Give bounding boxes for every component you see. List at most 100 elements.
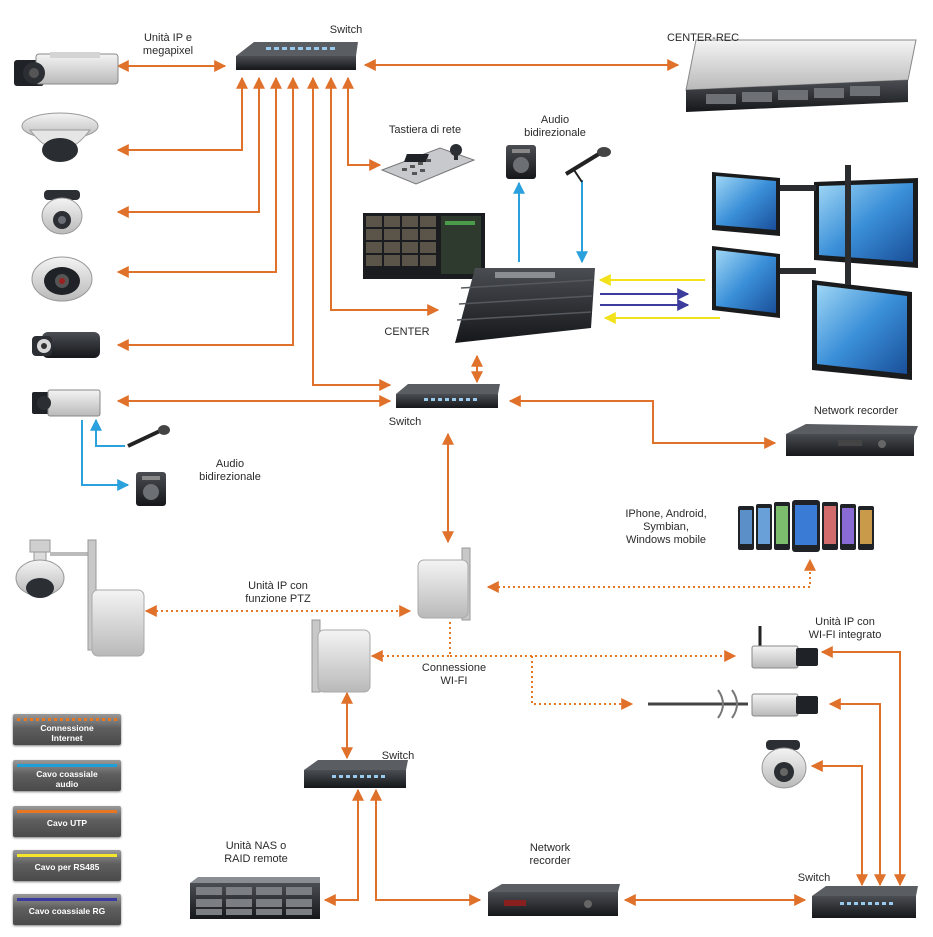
cable-wificam2: [828, 698, 886, 887]
box-camera-icon: [32, 389, 101, 417]
monitor-icon: [712, 172, 780, 236]
utp-cables: [116, 59, 906, 906]
monitor-icon: [814, 178, 918, 268]
label-switch-top: Switch: [329, 24, 363, 36]
legend-swatch: [17, 898, 117, 901]
wifi-antenna-icon: [648, 689, 748, 719]
label-center-rec: CENTER-REC: [666, 32, 740, 44]
label-line: Windows mobile: [625, 534, 707, 546]
cable-cam3: [116, 76, 265, 218]
legend-swatch: [17, 718, 117, 721]
label-center: CENTER: [384, 326, 430, 338]
legend-item-utp: Cavo UTP: [13, 806, 121, 837]
label-network-recorder-bottom: Network recorder: [508, 842, 592, 868]
label-line: Unità IP con: [815, 616, 875, 628]
box-camera-icon: [751, 626, 818, 669]
monitor-wall: [712, 165, 918, 380]
label-line: funzione PTZ: [245, 593, 311, 605]
label-audio-left: Audio bidirezionale: [180, 458, 280, 484]
legend-item-rg: Cavo coassiale RG: [13, 894, 121, 925]
wifi-antenna-link: [370, 622, 451, 662]
smartphone-icon: [756, 504, 772, 550]
label-connessione-wifi: Connessione WI-FI: [402, 662, 506, 688]
label-line: Audio: [215, 458, 245, 470]
wifi-antenna-icon: [311, 619, 371, 693]
cable-cam4: [116, 76, 282, 278]
cable-midswitch-recorder: [508, 395, 777, 449]
network-recorder-icon: [786, 424, 918, 456]
label-switch-low: Switch: [381, 750, 415, 762]
audio-cables: [81, 180, 588, 491]
label-line: WI-FI integrato: [808, 629, 882, 641]
microphone-icon: [127, 425, 170, 448]
multiview-screen-icon: [363, 213, 485, 279]
label-line: recorder: [529, 855, 571, 867]
label-line: bidirezionale: [524, 127, 586, 139]
network-recorder-icon: [488, 884, 620, 916]
label-nas: Unità NAS o RAID remote: [204, 840, 308, 866]
microphone-icon: [564, 147, 611, 183]
audio-out-left: [81, 420, 130, 491]
dome-camera-icon: [21, 112, 99, 162]
network-switch-icon: [304, 760, 408, 788]
label-line: Symbian,: [643, 521, 689, 533]
video-cables: [598, 274, 720, 324]
label-network-recorder-top: Network recorder: [813, 405, 899, 417]
wifi-cam2-link: [531, 656, 634, 710]
mini-dome-camera-icon: [41, 190, 83, 235]
smartphone-icon: [792, 500, 820, 552]
label-line: WI-FI: [440, 675, 468, 687]
label-line: bidirezionale: [199, 471, 261, 483]
cable-wificam1: [820, 646, 906, 887]
wifi-antenna-icon: [87, 539, 145, 657]
smartphone-icon: [774, 502, 790, 550]
label-line: Connessione: [421, 662, 487, 674]
label-audio-top: Audio bidirezionale: [510, 114, 600, 140]
wifi-antenna-icon: [417, 547, 471, 621]
cable-top-mid-switch: [307, 76, 392, 391]
legend-swatch: [17, 854, 117, 857]
internet-links: [144, 558, 816, 710]
network-switch-icon: [396, 384, 500, 408]
label-line: megapixel: [142, 45, 194, 57]
cable-switch-center: [325, 76, 440, 316]
label-ptz: Unità IP con funzione PTZ: [226, 580, 330, 606]
label-line: Audio: [540, 114, 570, 126]
legend-item-rs485: Cavo per RS485: [13, 850, 121, 881]
label-line: Network: [529, 842, 571, 854]
label-switch-br: Switch: [797, 872, 831, 884]
smartphone-icon: [840, 504, 856, 550]
dome-camera-icon: [761, 740, 807, 789]
label-line: Unità NAS o: [225, 840, 287, 852]
rack-server-icon: [685, 39, 917, 112]
bullet-camera-icon: [32, 332, 100, 358]
legend-label: Cavo per RS485: [34, 862, 100, 872]
label-phones: IPhone, Android, Symbian, Windows mobile: [604, 508, 728, 547]
wifi-phones-link: [486, 558, 816, 593]
network-switch-icon: [236, 42, 358, 70]
smartphone-icon: [822, 502, 838, 550]
smartphone-group: [738, 500, 874, 552]
label-line: Unità IP con: [248, 580, 308, 592]
label-line: IPhone, Android,: [625, 508, 707, 520]
box-camera-icon: [751, 693, 818, 717]
smartphone-icon: [738, 506, 754, 550]
cable-cam2: [116, 76, 248, 156]
ptz-camera-icon: [15, 539, 88, 598]
label-tastiera: Tastiera di rete: [388, 124, 462, 136]
legend-swatch: [17, 764, 117, 767]
cable-lowswitch-recorder: [370, 788, 482, 906]
cable-cam5: [116, 76, 299, 351]
speaker-icon: [506, 145, 536, 179]
label-unita-ip-megapixel: Unità IP e megapixel: [128, 32, 208, 58]
smartphone-icon: [858, 506, 874, 550]
network-switch-icon: [812, 886, 918, 918]
ptz-keyboard-icon: [380, 144, 476, 185]
monitor-icon: [712, 246, 780, 318]
label-line: Unità IP e: [143, 32, 193, 44]
